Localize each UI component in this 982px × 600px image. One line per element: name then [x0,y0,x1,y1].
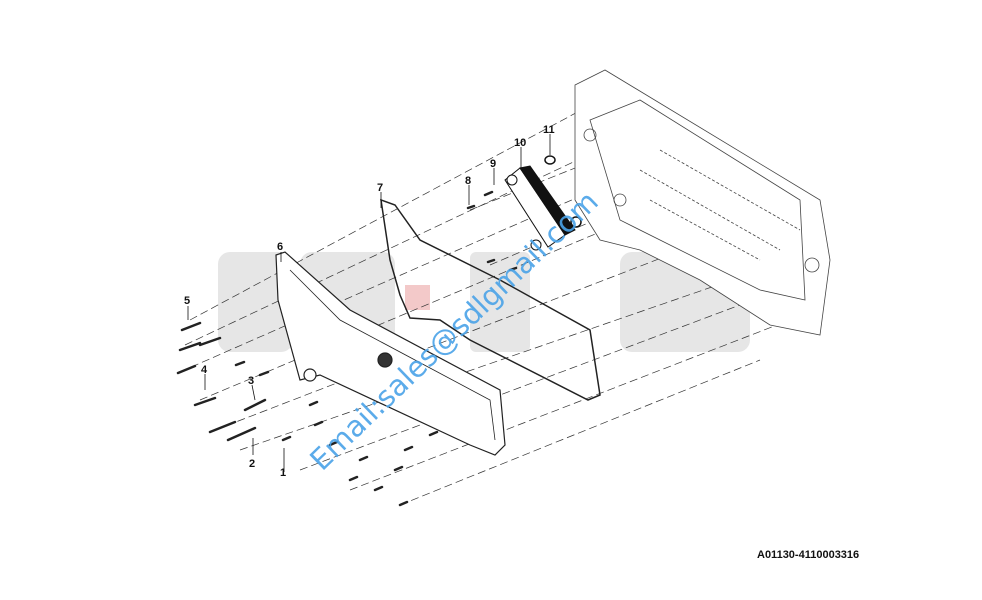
callout-2: 2 [249,458,255,470]
engine-block [574,69,831,336]
callout-7: 7 [377,182,383,194]
callout-6: 6 [277,241,283,253]
bolts [176,190,518,507]
callout-1: 1 [280,467,286,479]
callout-4: 4 [201,364,208,376]
reference-code: A01130-4110003316 [757,549,860,561]
callout-9: 9 [490,158,496,170]
callout-5: 5 [184,295,190,307]
callout-10: 10 [514,137,526,149]
oil-cooler [504,155,582,251]
gasket [380,198,601,401]
leader-lines [187,134,551,472]
callout-8: 8 [465,175,471,187]
callout-3: 3 [248,375,254,387]
callout-11: 11 [543,124,555,136]
side-cover [275,251,506,456]
